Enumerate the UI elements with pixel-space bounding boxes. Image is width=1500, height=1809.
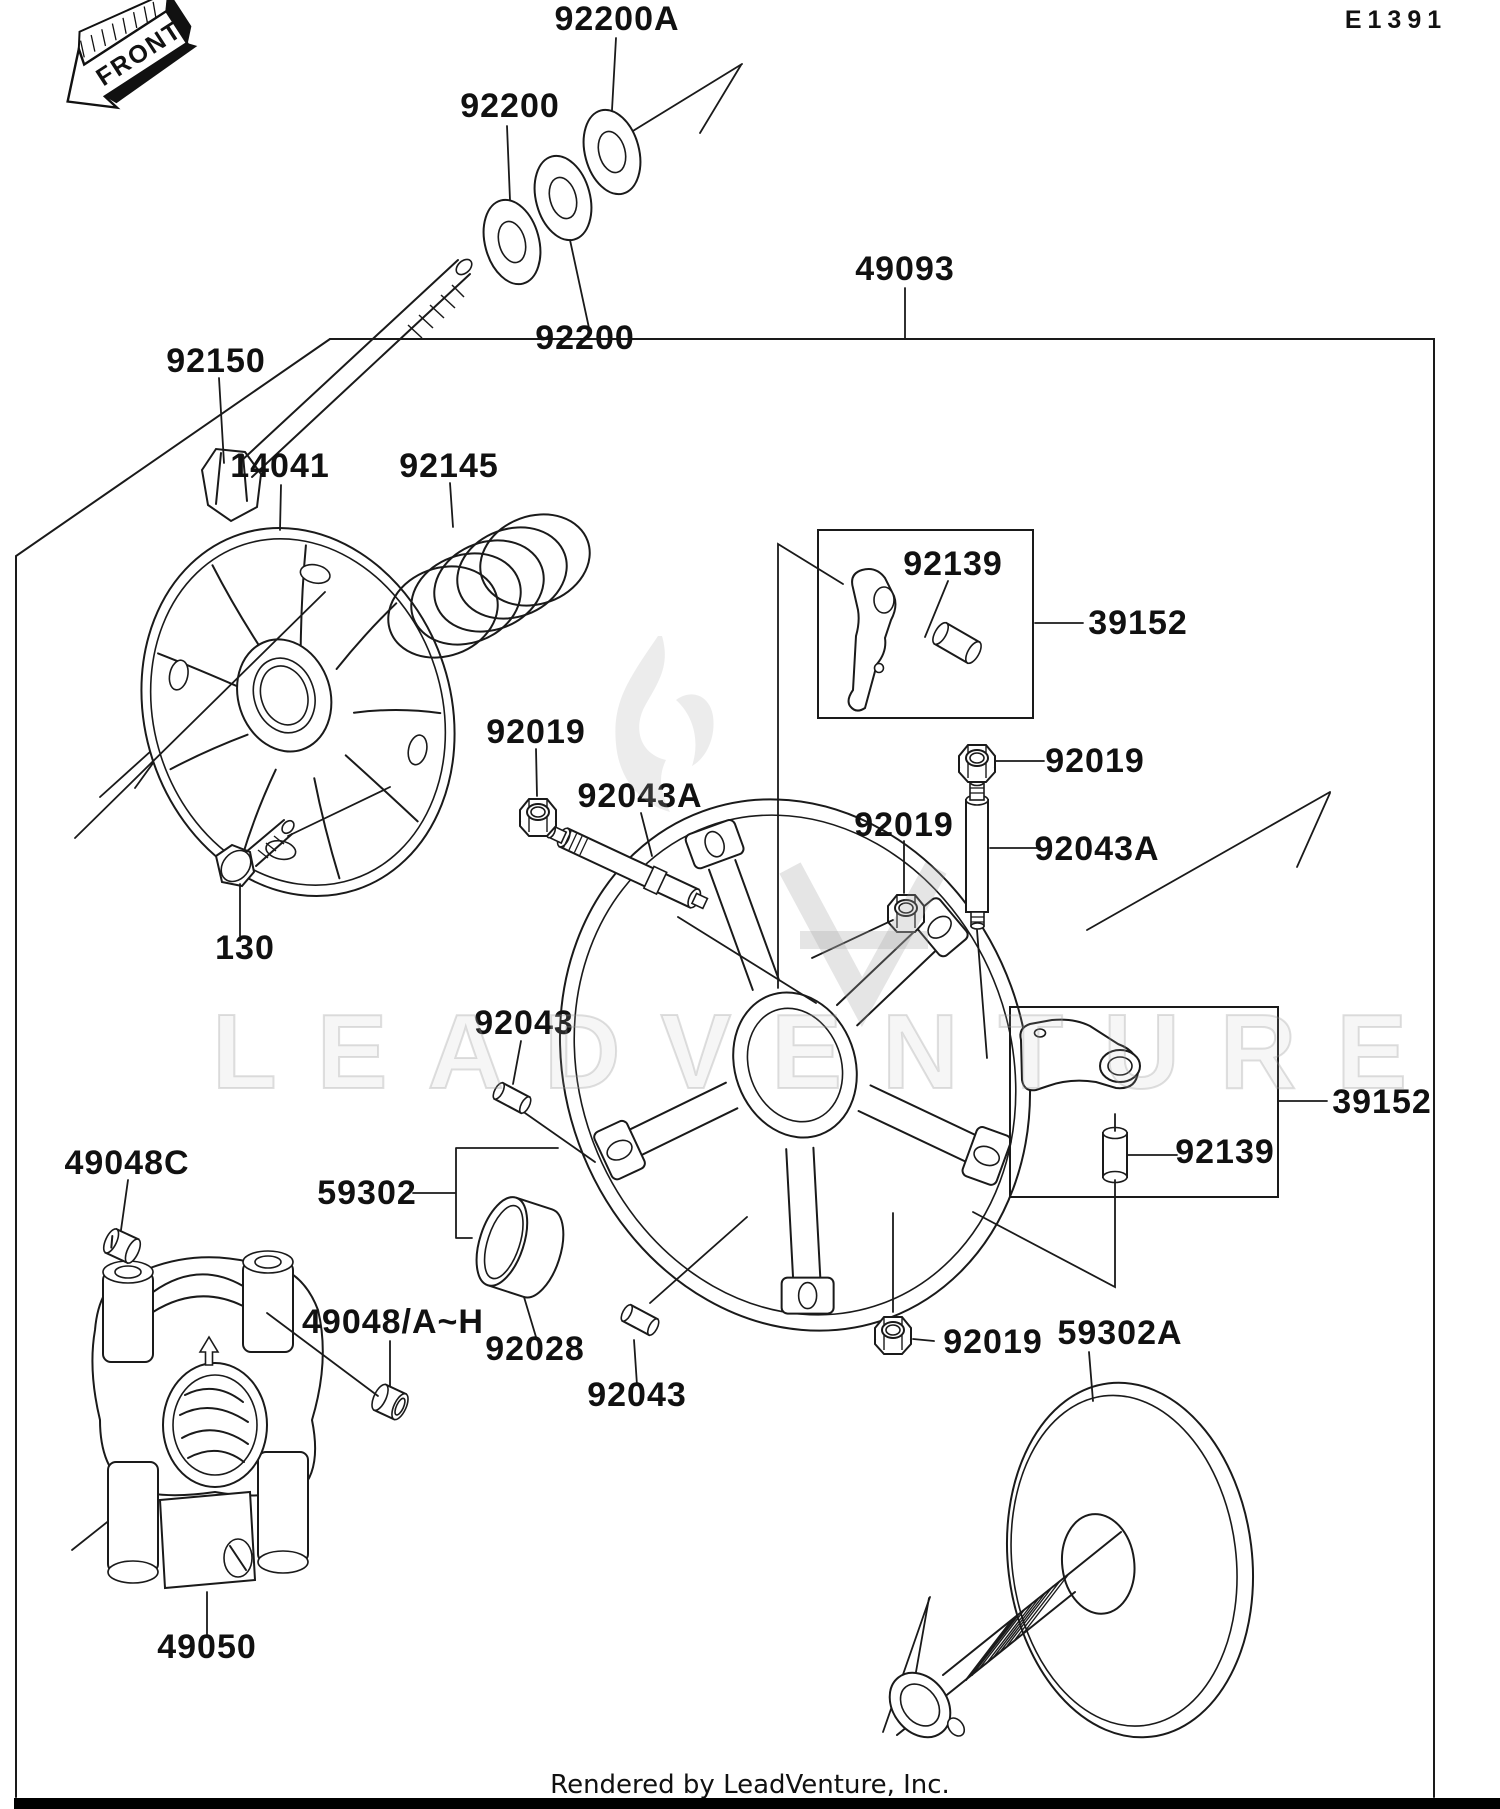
- bushing-92028: [475, 1196, 565, 1299]
- label-92139-right: 92139: [1175, 1133, 1275, 1171]
- label-92019-left: 92019: [486, 713, 586, 751]
- bolt-92150: [200, 258, 473, 523]
- front-direction-icon: FRONT: [66, 0, 198, 110]
- converter-cover-14041: [140, 526, 456, 898]
- detail-box-39152-top: [817, 529, 1034, 719]
- washer-92200a: [582, 108, 642, 196]
- nut-92019-bottom: [874, 1316, 912, 1355]
- detail-box-39152-right: [1009, 1006, 1279, 1198]
- spring-92145: [387, 513, 591, 659]
- label-39152-right: 39152: [1332, 1083, 1432, 1121]
- hub-49050: [91, 1250, 324, 1590]
- label-92043-upper: 92043: [474, 1004, 574, 1042]
- plug-49048ah: [371, 1383, 409, 1421]
- footer-credit: Rendered by LeadVenture, Inc.: [550, 1770, 950, 1800]
- bolt-130: [214, 819, 295, 888]
- label-49048ah: 49048/A~H: [302, 1303, 484, 1341]
- label-92043a-right: 92043A: [1034, 830, 1159, 868]
- label-92043a-left: 92043A: [577, 777, 702, 815]
- sheet-code: E1391: [1345, 6, 1447, 34]
- label-92150: 92150: [166, 342, 266, 380]
- nut-92019-right: [958, 744, 996, 783]
- footer-bar: [14, 1798, 1500, 1809]
- assembly-boundary: [15, 338, 1435, 1798]
- label-92200-bottom: 92200: [535, 319, 635, 357]
- washer-92200-1: [482, 198, 542, 286]
- pin-92043-lower: [620, 1303, 660, 1337]
- label-92145: 92145: [399, 447, 499, 485]
- label-92028: 92028: [485, 1330, 585, 1368]
- label-92139-top: 92139: [903, 545, 1003, 583]
- label-92019-bottom: 92019: [943, 1323, 1043, 1361]
- leader-lines: [74, 37, 1328, 1638]
- stud-92043a-right: [965, 777, 989, 930]
- label-59302: 59302: [317, 1174, 417, 1212]
- movable-sheave-housing: [558, 798, 1032, 1332]
- washer-92200-2: [533, 154, 593, 242]
- label-49093: 49093: [855, 250, 955, 288]
- leadventure-watermark: LEADVENTURE: [211, 636, 1447, 1112]
- pin-92043-upper: [492, 1081, 532, 1115]
- label-92043-lower: 92043: [587, 1376, 687, 1414]
- part-labels: 92200A 92200 92200 92150 49093 14041 921…: [64, 0, 1432, 1666]
- label-49048c: 49048C: [64, 1144, 189, 1182]
- label-92200a: 92200A: [554, 0, 679, 38]
- label-92019-right: 92019: [1045, 742, 1145, 780]
- label-92019-mid: 92019: [854, 806, 954, 844]
- roller-92139-right: [1102, 1126, 1128, 1184]
- label-92200-top: 92200: [460, 87, 560, 125]
- nut-92019-left: [519, 798, 557, 837]
- fixed-sheave-59302a: [888, 1381, 1255, 1739]
- label-130: 130: [215, 929, 275, 967]
- roller-92139-top: [932, 621, 982, 665]
- label-14041: 14041: [230, 447, 330, 485]
- label-39152-top: 39152: [1088, 604, 1188, 642]
- watermark-text: LEADVENTURE: [212, 993, 1447, 1111]
- label-59302a: 59302A: [1057, 1314, 1182, 1352]
- label-49050: 49050: [157, 1628, 257, 1666]
- plug-49048c: [102, 1227, 142, 1265]
